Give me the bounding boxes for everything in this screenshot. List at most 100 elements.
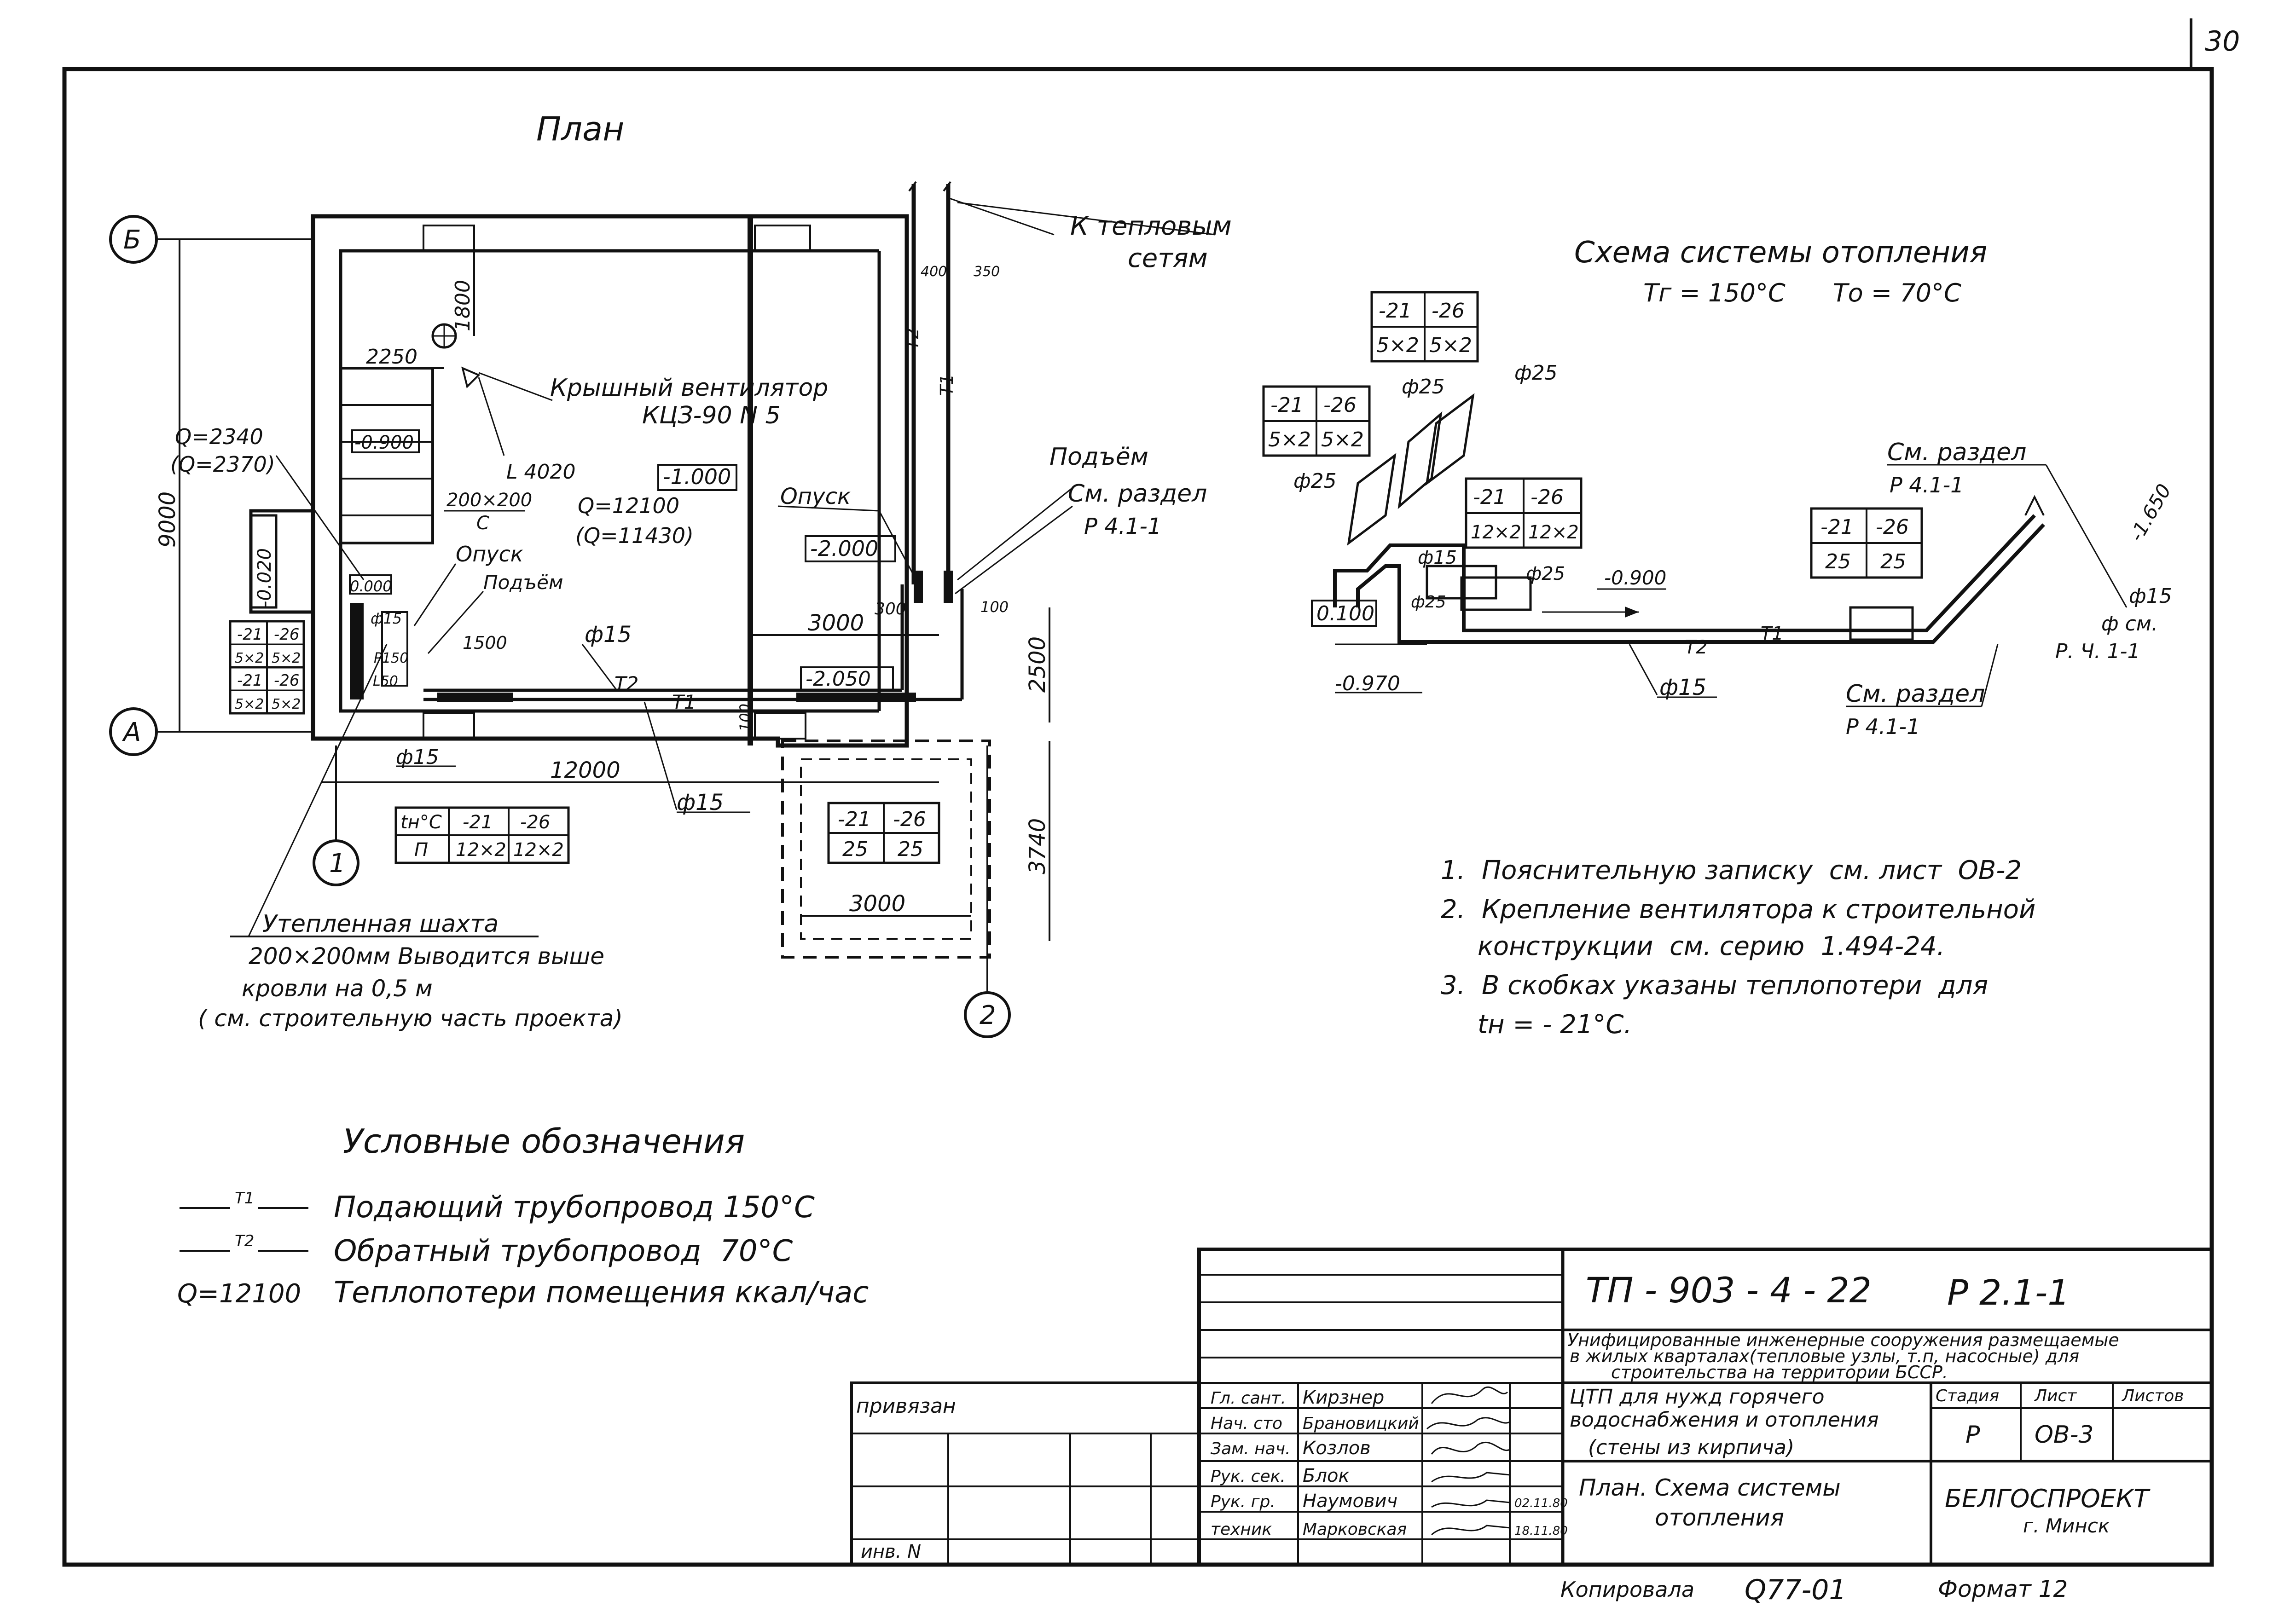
svg-text:5×2: 5×2 <box>1321 428 1364 451</box>
shaft-note-4: ( см. строительную часть проекта) <box>198 1005 623 1032</box>
svg-text:25: 25 <box>842 838 868 861</box>
date-1: 02.11.80 <box>1514 1497 1568 1510</box>
duct-size: 200×200 <box>446 490 532 511</box>
svg-text:5×2: 5×2 <box>235 650 264 666</box>
opusk-2: Опуск <box>780 484 851 509</box>
annex-outline <box>781 740 991 959</box>
podyom-2: Подъём <box>1049 443 1148 471</box>
q-main: Q=2340 <box>175 424 263 449</box>
svg-text:25: 25 <box>1880 550 1906 573</box>
plan-title: План <box>536 110 624 148</box>
copied-number: Q77-01 <box>1745 1574 1847 1606</box>
label-t2-riser: Т2 <box>902 328 922 350</box>
stage-value: Р <box>1965 1421 1980 1449</box>
label-d15-c: ф15 <box>396 746 439 769</box>
dim-100-a: 100 <box>980 598 1009 616</box>
svg-text:-21: -21 <box>1379 299 1412 323</box>
scheme-d15-b: ф15 <box>1659 675 1706 700</box>
scheme-d15-c: ф15 <box>2129 584 2172 608</box>
q-room: Q=12100 <box>578 493 679 518</box>
svg-text:-26: -26 <box>1531 485 1564 509</box>
roof-fan-label-2: КЦЗ-90 N 5 <box>642 402 781 429</box>
role-6: техник <box>1211 1520 1272 1539</box>
desc-line-3: строительства на территории БССР. <box>1611 1362 1948 1382</box>
svg-text:Т2: Т2 <box>235 1232 254 1250</box>
svg-text:1: 1 <box>329 849 346 878</box>
scheme-d25-b: ф25 <box>1514 361 1558 385</box>
scheme-temps: Тг = 150°С То = 70°С <box>1643 278 1961 307</box>
dim-3000-top: 3000 <box>808 610 864 636</box>
opusk-1: Опуск <box>456 542 523 566</box>
q-alt: (Q=2370) <box>170 452 275 477</box>
signatures <box>1426 1386 1510 1536</box>
sheet-title-2: отопления <box>1655 1504 1784 1531</box>
svg-text:Т1: Т1 <box>235 1189 254 1208</box>
duct-c: С <box>476 513 489 534</box>
desc-line-1: Унифицированные инженерные сооружения ра… <box>1567 1330 2119 1350</box>
svg-text:5×2: 5×2 <box>1429 334 1472 357</box>
svg-text:25: 25 <box>898 838 923 861</box>
role-4: Рук. сек. <box>1211 1467 1286 1486</box>
scheme-lvl-0970: -0.970 <box>1335 672 1400 695</box>
svg-text:-26: -26 <box>893 808 926 831</box>
svg-text:-26: -26 <box>1432 299 1465 323</box>
dim-3740: 3740 <box>1025 818 1050 874</box>
scheme-pipe-return <box>1356 523 2045 644</box>
svg-text:-21: -21 <box>838 808 871 831</box>
axis-marker-1: 1 <box>313 746 359 886</box>
role-5: Рук. гр. <box>1211 1492 1275 1511</box>
table-tn-heat-loss: tн°С -21 -26 П 12×2 12×2 <box>394 806 570 864</box>
name-1: Кирзнер <box>1303 1387 1384 1408</box>
scheme-d25-a: ф25 <box>1402 375 1445 399</box>
svg-text:Q=12100: Q=12100 <box>177 1279 301 1309</box>
stage-label: Стадия <box>1936 1387 1999 1405</box>
legend-title: Условные обозначения <box>343 1122 745 1161</box>
legend-item-return: Обратный трубопровод 70°С <box>334 1234 793 1268</box>
level-1000: -1.000 <box>663 464 731 489</box>
svg-text:12×2: 12×2 <box>513 839 564 861</box>
project-line-3: (стены из кирпича) <box>1588 1436 1794 1459</box>
inv-label: инв. N <box>861 1541 921 1562</box>
name-4: Блок <box>1303 1465 1350 1486</box>
scheme-t1: Т1 <box>1761 623 1784 644</box>
scheme-d25-e: ф25 <box>1526 563 1565 584</box>
date-2: 18.11.80 <box>1514 1524 1568 1538</box>
scheme-p41-1: Р 4.1-1 <box>1890 473 1964 497</box>
svg-text:-21: -21 <box>1820 515 1854 539</box>
format-label: Формат 12 <box>1938 1576 2068 1602</box>
svg-text:tн°С: tн°С <box>400 812 442 833</box>
project-line-2: водоснабжения и отопления <box>1570 1408 1879 1432</box>
heating-scheme: Схема системы отопления Тг = 150°С То = … <box>1262 236 2175 739</box>
svg-text:5×2: 5×2 <box>272 696 301 712</box>
project-code: ТП - 903 - 4 - 22 <box>1586 1270 1872 1311</box>
p41: Р 4.1-1 <box>1084 514 1161 539</box>
heat-network-risers: Т2 Т1 <box>902 181 957 584</box>
svg-text:-21: -21 <box>1473 485 1506 509</box>
label-l4020: L 4020 <box>506 460 575 484</box>
level-2000: -2.000 <box>810 536 878 561</box>
level-0020: -0.020 <box>254 548 275 607</box>
dim-1500: 1500 <box>463 633 507 653</box>
dim-100-b: 100 <box>736 704 754 732</box>
level-0900: -0.900 <box>354 432 414 453</box>
scheme-lvl-0100: 0.100 <box>1316 602 1374 625</box>
svg-text:-26: -26 <box>274 671 300 690</box>
page-number: 30 <box>2205 25 2240 58</box>
svg-text:-26: -26 <box>1323 393 1357 417</box>
dim-350: 350 <box>974 264 1000 280</box>
axis-marker-2: 2 <box>964 746 1011 1038</box>
roof-fan-symbol <box>431 323 553 456</box>
roof-fan-label-1: Крышный вентилятор <box>550 374 828 402</box>
svg-text:5×2: 5×2 <box>1376 334 1419 357</box>
svg-text:2: 2 <box>980 1000 996 1030</box>
dim-1800: 1800 <box>451 280 475 331</box>
scheme-pipe-supply <box>1333 514 2036 632</box>
svg-text:5×2: 5×2 <box>1268 428 1311 451</box>
scheme-d25-d: ф25 <box>1411 593 1446 612</box>
scheme-lvl-0900: -0.900 <box>1604 566 1666 589</box>
dim-2250: 2250 <box>366 345 417 369</box>
scheme-table-2: -21 -26 5×2 5×2 <box>1262 385 1371 457</box>
plan-pipes: Т2 Т1 ф15 ф15 ф15 0.000 Р150 L50 ф15 <box>349 571 964 815</box>
to-heat-networks-2: сетям <box>1128 243 1208 273</box>
